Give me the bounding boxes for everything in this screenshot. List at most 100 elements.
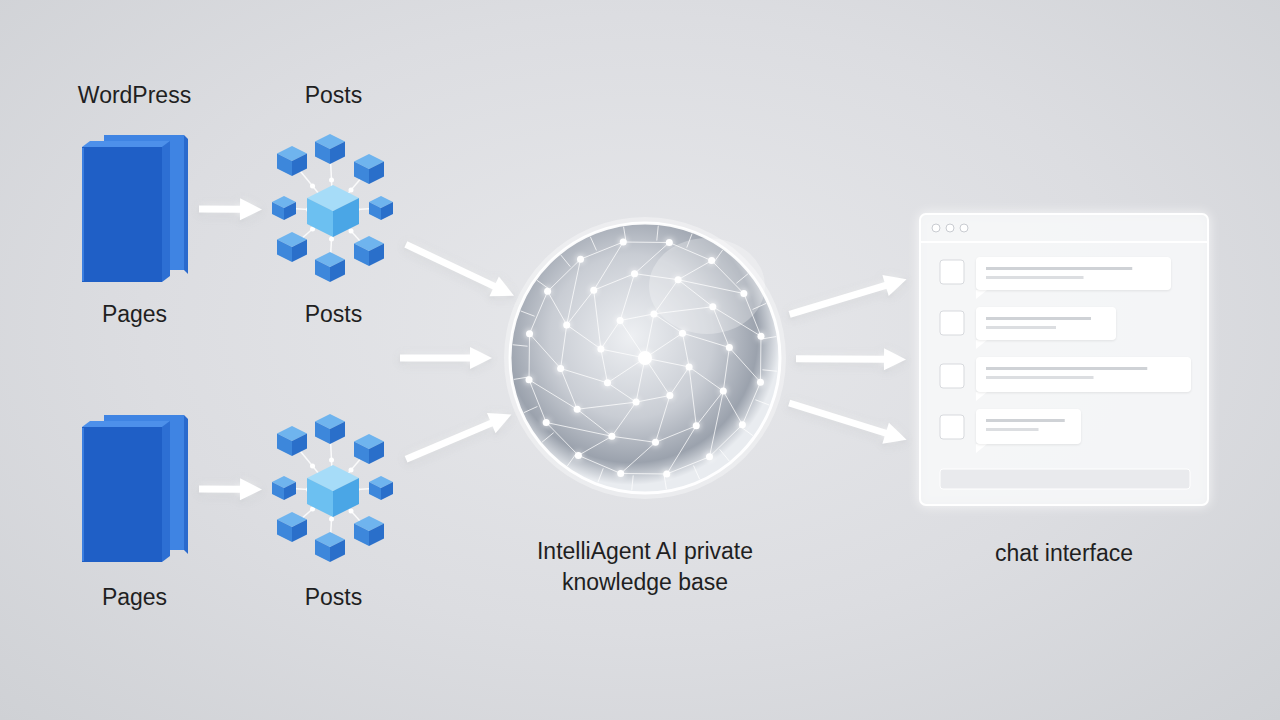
text-line [986,317,1091,320]
arrow-head [487,413,512,433]
node-label: Pages [102,582,167,613]
cube-left [369,482,381,500]
cube-left [277,434,292,457]
network-line [546,422,612,436]
link-dot [349,188,354,193]
chat-bubble [976,357,1191,392]
flow-arrow [199,478,262,500]
text-line [986,376,1094,379]
network-line [529,380,546,423]
network-dot [633,399,640,406]
cube-left [369,202,381,220]
network-line [709,391,723,457]
network-line [620,314,654,321]
node-label: Pages [102,299,167,330]
network-dot [663,470,670,477]
network-line [521,311,535,316]
network-dot [739,421,746,428]
flow-arrow [790,275,907,314]
cube-right [292,240,307,263]
network-dot [617,470,624,477]
arrow-shaft [406,244,496,287]
book-side [162,421,170,562]
network-line [548,259,581,291]
network-line [683,333,730,347]
cube-right [330,540,345,563]
network-line [594,274,635,291]
chat-node: chat interface [920,214,1208,505]
flow-arrow [406,413,511,459]
avatar-square [940,415,964,439]
node-label: IntelliAgent AI private knowledge base [500,536,790,598]
book-node: WordPressPages [82,135,187,282]
cube-right [292,154,307,177]
network-line [689,367,696,426]
arrow-shaft [796,355,886,362]
arrow-head [882,423,906,444]
network-line [578,455,620,473]
network-line [620,274,634,321]
network-dot [608,433,615,440]
text-line [986,267,1132,270]
text-line [986,276,1084,279]
network-line [537,280,549,289]
sphere-body [510,223,780,493]
network-line [513,345,528,346]
network-dot [666,239,673,246]
network-line [530,291,548,333]
bubble-tail [976,290,987,299]
cube-left [315,422,330,445]
flow-arrow [796,348,906,370]
cube-left [315,540,330,563]
arrow-shaft [199,205,242,212]
arrow-head [489,276,514,296]
book-top [82,421,170,427]
network-line [577,402,636,409]
arrow-head [884,348,906,370]
heading-label: Posts [305,80,363,111]
arrow-head [240,198,262,220]
arrow-shaft [790,285,888,315]
network-dot [597,346,604,353]
network-line [760,336,762,382]
arrow-head [470,347,492,369]
cubes-node: Posts [272,415,395,565]
network-line [561,325,567,369]
network-line [741,427,753,436]
link-dot [329,237,334,242]
book-edge [82,148,84,281]
cube-right [369,162,384,185]
text-line [986,428,1039,431]
network-line [623,242,669,244]
sphere-highlight [649,238,765,334]
cube-left [277,154,292,177]
network-line [621,473,667,475]
arrow-shaft [406,422,493,459]
network-line [581,242,624,259]
bubble-tail [976,392,987,401]
network-dot [617,317,624,324]
cube-left [307,198,333,237]
network-line [578,436,612,455]
chat-window [920,214,1208,505]
cube-left [277,520,292,543]
cube-left [354,524,369,547]
network-line [548,291,567,325]
network-line [594,242,623,290]
network-dot [720,388,727,395]
network-line [709,425,742,457]
network-line [601,349,608,383]
avatar-square [940,364,964,388]
network-line [598,468,603,482]
network-dot [666,392,673,399]
cube-right [284,482,296,500]
network-dot [563,321,570,328]
cube-left [315,142,330,165]
network-line [657,226,658,241]
cube-left [272,202,284,220]
cube-right [292,520,307,543]
network-line [567,259,581,325]
link-dot [349,229,354,234]
heading-label: WordPress [78,80,191,111]
cube-right [381,202,393,220]
